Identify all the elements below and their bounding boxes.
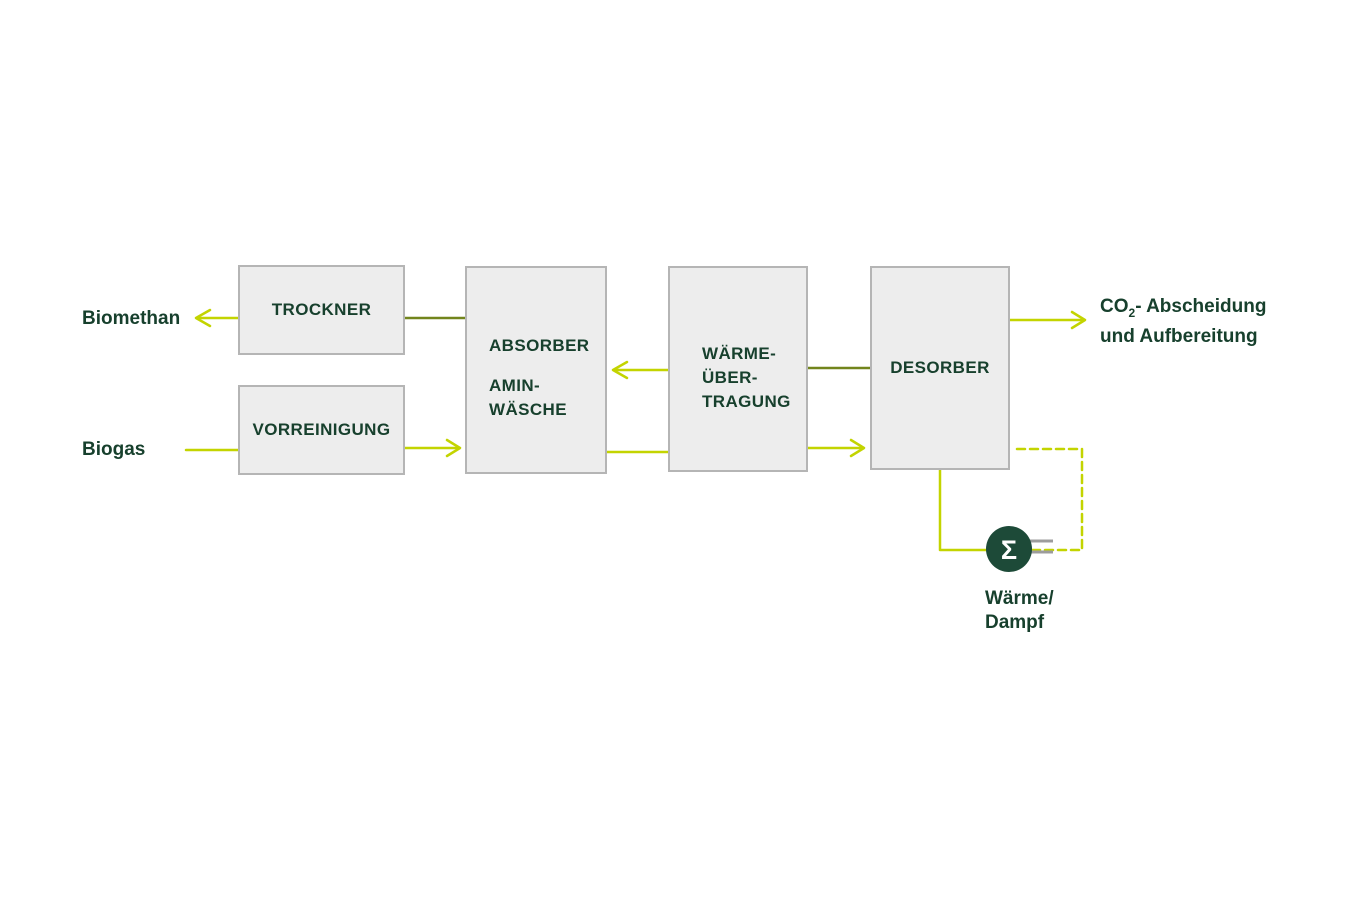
node-desorber: DESORBER — [870, 266, 1010, 470]
node-waerme-line-3: TRAGUNG — [702, 392, 791, 411]
label-co2-line-1: CO2- Abscheidung — [1100, 295, 1266, 325]
node-waermeuebertragung: WÄRME- ÜBER- TRAGUNG — [668, 266, 808, 472]
co2-suffix: - Abscheidung — [1135, 296, 1267, 317]
arrowhead-co2 — [1070, 310, 1087, 330]
node-vorreinigung: VORREINIGUNG — [238, 385, 405, 475]
heat-exchanger-icon — [986, 526, 1032, 572]
arrowhead-into-desorber — [849, 438, 866, 458]
label-heat-line-2: Dampf — [985, 612, 1045, 633]
node-absorber: ABSORBER AMIN- WÄSCHE — [465, 266, 607, 474]
label-co2-output: CO2- Abscheidung und Aufbereitung — [1100, 295, 1266, 349]
node-vorreinigung-label: VORREINIGUNG — [252, 420, 391, 439]
flow-line-heatexchanger-return — [1010, 447, 1084, 552]
label-biogas: Biogas — [82, 439, 146, 460]
co2-text: CO — [1100, 296, 1129, 317]
sigma-symbol: Σ — [1001, 535, 1017, 565]
label-heat-line-1: Wärme/ — [985, 588, 1054, 609]
arrowhead-into-absorber — [445, 438, 462, 458]
node-desorber-label: DESORBER — [890, 358, 990, 377]
flow-line-desorber-to-heatexchanger — [938, 466, 990, 552]
label-co2-line-2: und Aufbereitung — [1100, 325, 1258, 347]
label-heat-source: Wärme/ Dampf — [985, 587, 1054, 635]
node-absorber-subtitle-2: WÄSCHE — [489, 400, 567, 419]
node-waerme-line-1: WÄRME- — [702, 344, 777, 363]
arrowhead-biomethan — [194, 308, 212, 328]
node-waerme-line-2: ÜBER- — [702, 368, 758, 387]
node-trockner-label: TROCKNER — [271, 300, 372, 319]
node-absorber-title: ABSORBER — [489, 336, 590, 355]
arrowhead-into-absorber-right — [611, 360, 629, 380]
node-absorber-subtitle-1: AMIN- — [489, 376, 541, 395]
label-biomethan: Biomethan — [82, 308, 181, 329]
node-trockner: TROCKNER — [238, 265, 405, 355]
co2-subscript: 2 — [1128, 305, 1136, 320]
